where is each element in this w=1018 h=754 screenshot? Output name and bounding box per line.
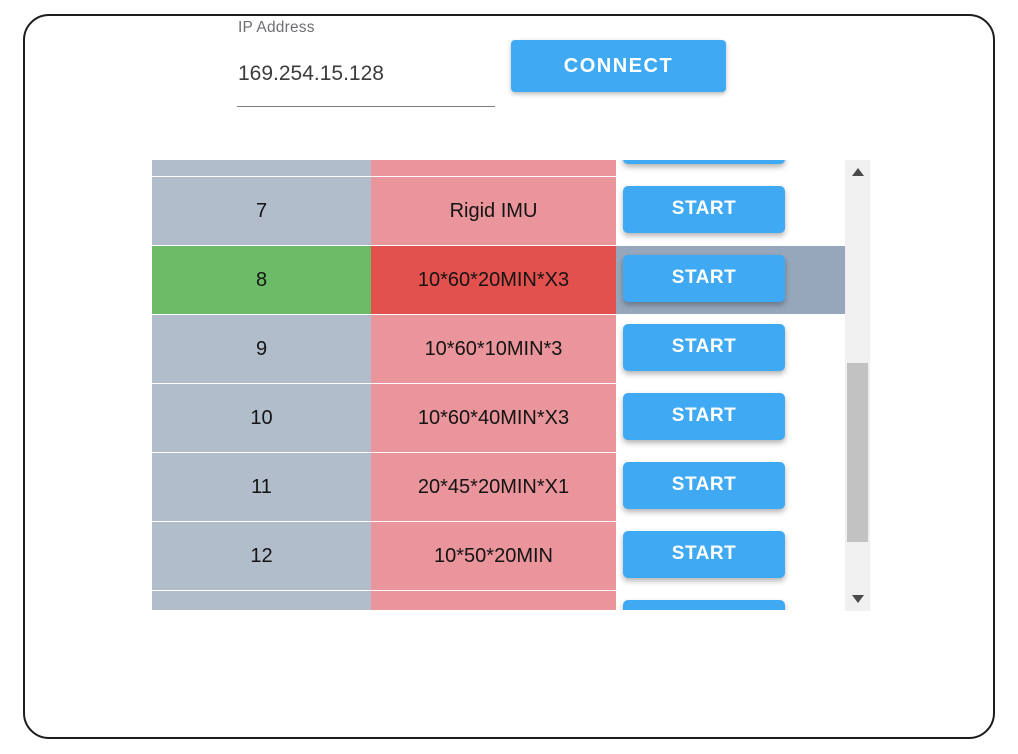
row-number-cell <box>152 591 371 610</box>
row-number-cell: 10 <box>152 384 371 452</box>
row-description-cell: 10*60*20MIN*X3 <box>371 246 616 314</box>
row-number-cell <box>152 160 371 176</box>
row-button-cell: START <box>616 522 845 590</box>
row-description-cell: 10*50*20MIN <box>371 522 616 590</box>
row-number-cell: 7 <box>152 177 371 245</box>
row-number-cell: 8 <box>152 246 371 314</box>
start-button[interactable]: START <box>623 323 785 371</box>
ip-address-input[interactable] <box>238 57 494 91</box>
triangle-up-icon <box>851 168 864 176</box>
scroll-down-button[interactable] <box>845 589 870 609</box>
connect-button[interactable]: CONNECT <box>511 40 726 92</box>
row-description-cell: Rigid IMU <box>371 177 616 245</box>
table-row[interactable]: START <box>152 591 845 610</box>
scroll-up-button[interactable] <box>845 162 870 182</box>
row-button-cell: START <box>616 591 845 610</box>
ip-address-label: IP Address <box>238 19 315 36</box>
rows-container: START7Rigid IMUSTART810*60*20MIN*X3START… <box>152 160 845 610</box>
start-button[interactable]: START <box>623 530 785 578</box>
row-button-cell: START <box>616 177 845 245</box>
window-border <box>23 14 995 739</box>
start-button[interactable]: START <box>623 461 785 509</box>
row-button-cell: START <box>616 384 845 452</box>
row-number-cell: 9 <box>152 315 371 383</box>
row-description-cell <box>371 160 616 176</box>
input-underline <box>237 106 495 107</box>
row-description-cell: 10*60*40MIN*X3 <box>371 384 616 452</box>
start-button[interactable]: START <box>623 599 785 610</box>
table-row[interactable]: START <box>152 160 845 177</box>
start-button[interactable]: START <box>623 254 785 302</box>
start-button[interactable]: START <box>623 185 785 233</box>
row-description-cell: 10*60*10MIN*3 <box>371 315 616 383</box>
row-button-cell: START <box>616 160 845 176</box>
row-button-cell: START <box>616 453 845 521</box>
vertical-scrollbar[interactable] <box>845 160 870 611</box>
row-description-cell <box>371 591 616 610</box>
program-table: START7Rigid IMUSTART810*60*20MIN*X3START… <box>152 160 845 610</box>
row-button-cell: START <box>616 246 845 314</box>
scrollbar-thumb[interactable] <box>847 363 868 542</box>
row-button-cell: START <box>616 315 845 383</box>
start-button[interactable]: START <box>623 392 785 440</box>
row-number-cell: 11 <box>152 453 371 521</box>
row-description-cell: 20*45*20MIN*X1 <box>371 453 616 521</box>
triangle-down-icon <box>851 595 864 603</box>
row-number-cell: 12 <box>152 522 371 590</box>
start-button[interactable]: START <box>623 160 785 164</box>
